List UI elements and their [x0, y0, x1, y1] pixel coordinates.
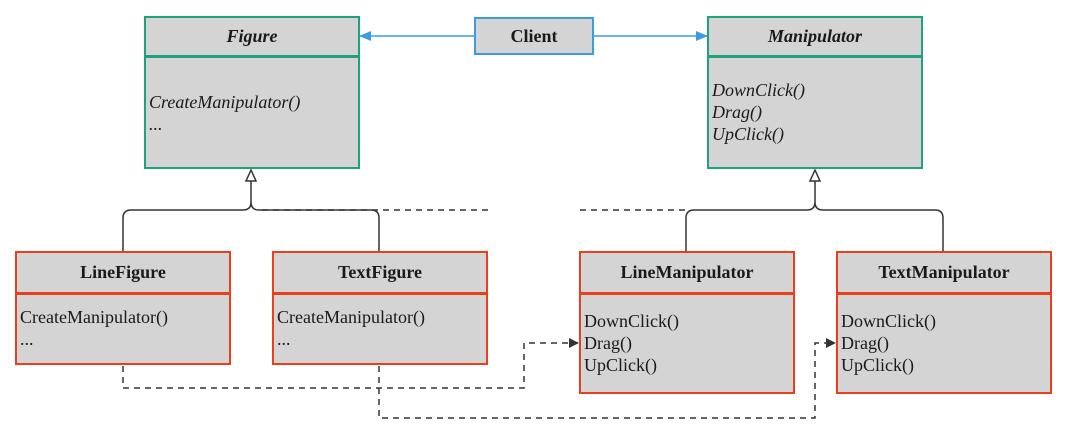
textmanipulator-operation: UpClick(): [841, 355, 914, 375]
client-box[interactable]: Client: [474, 17, 594, 55]
figure-operation: CreateManipulator(): [149, 92, 301, 112]
linefigure-class-box[interactable]: LineFigure CreateManipulator() ...: [15, 251, 231, 365]
linemanipulator-operation: UpClick(): [584, 355, 657, 375]
linefigure-creates-linemanipulator-arrow: [122, 338, 579, 389]
textfigure-operation: CreateManipulator(): [277, 307, 425, 327]
textmanipulator-operation: DownClick(): [841, 311, 936, 331]
manipulator-operation: Drag(): [712, 102, 762, 122]
textmanipulator-operation: Drag(): [841, 333, 889, 353]
textfigure-class-name: TextFigure: [274, 253, 486, 295]
figure-inheritance-connector: [122, 181, 380, 252]
textmanipulator-operations: DownClick() Drag() UpClick(): [838, 295, 1050, 376]
linefigure-operation: ...: [20, 329, 34, 349]
manipulator-operation: DownClick(): [712, 80, 805, 100]
figure-operations: CreateManipulator() ...: [146, 58, 358, 135]
textmanipulator-class-box[interactable]: TextManipulator DownClick() Drag() UpCli…: [836, 251, 1052, 394]
textmanipulator-class-name: TextManipulator: [838, 253, 1050, 295]
linefigure-operations: CreateManipulator() ...: [17, 295, 229, 350]
linefigure-class-name: LineFigure: [17, 253, 229, 295]
figure-class-box[interactable]: Figure CreateManipulator() ...: [144, 16, 360, 169]
linefigure-operation: CreateManipulator(): [20, 307, 168, 327]
manipulator-operation: UpClick(): [712, 124, 784, 144]
figure-inheritance-triangle: [244, 168, 258, 182]
figure-class-name: Figure: [146, 18, 358, 58]
manipulator-class-box[interactable]: Manipulator DownClick() Drag() UpClick(): [707, 16, 923, 169]
manipulator-class-name: Manipulator: [709, 18, 921, 58]
linemanipulator-class-name: LineManipulator: [581, 253, 793, 295]
textfigure-creates-textmanipulator-arrow: [378, 338, 836, 419]
manipulator-operations: DownClick() Drag() UpClick(): [709, 58, 921, 145]
textfigure-class-box[interactable]: TextFigure CreateManipulator() ...: [272, 251, 488, 365]
manipulator-inheritance-triangle: [808, 168, 822, 182]
textfigure-operations: CreateManipulator() ...: [274, 295, 486, 350]
linemanipulator-operations: DownClick() Drag() UpClick(): [581, 295, 793, 376]
client-label: Client: [510, 25, 558, 46]
linemanipulator-operation: Drag(): [584, 333, 632, 353]
figure-operation: ...: [149, 114, 163, 134]
linemanipulator-class-box[interactable]: LineManipulator DownClick() Drag() UpCli…: [579, 251, 795, 394]
textfigure-operation: ...: [277, 329, 291, 349]
linemanipulator-operation: DownClick(): [584, 311, 679, 331]
manipulator-inheritance-connector: [685, 181, 944, 252]
